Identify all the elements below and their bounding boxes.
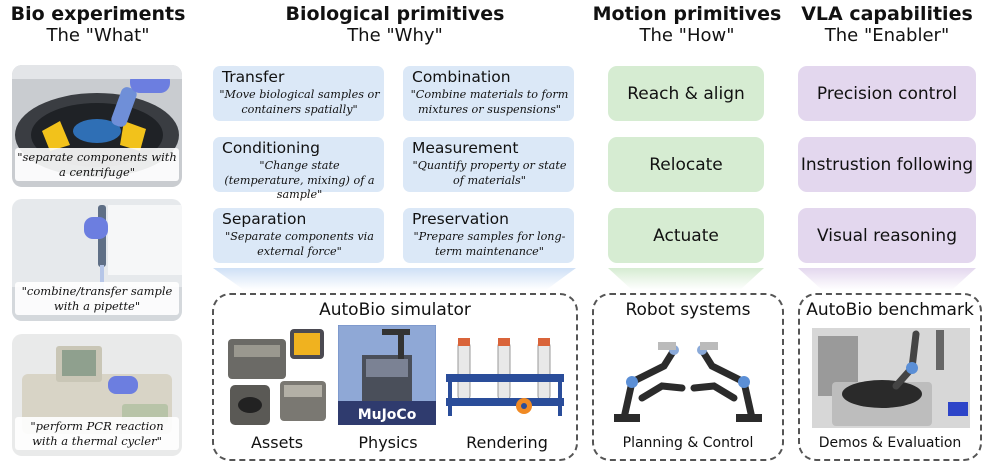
primitive-combination: Combination "Combine materials to form m… [403, 66, 574, 121]
vla-precision-control: Precision control [798, 66, 976, 121]
primitive-conditioning: Conditioning "Change state (temperature,… [213, 137, 384, 201]
motion-reach-align: Reach & align [608, 66, 764, 121]
primitive-name: Combination [412, 68, 511, 86]
simulator-label-rendering: Rendering [466, 433, 548, 452]
motion-actuate: Actuate [608, 208, 764, 263]
primitive-name: Measurement [412, 139, 519, 157]
primitive-name: Conditioning [222, 139, 320, 157]
primitive-separation: Separation "Separate components via exte… [213, 208, 384, 263]
primitive-desc: "Move biological samples or containers s… [219, 88, 380, 116]
experiment-centrifuge: "separate components with a centrifuge" [12, 65, 182, 187]
benchmark-label: Demos & Evaluation [818, 435, 962, 451]
benchmark-panel [798, 293, 982, 461]
simulator-label-assets: Assets [250, 433, 304, 452]
benchmark-illustration [812, 328, 970, 428]
simulator-label-physics: Physics [358, 433, 418, 452]
experiment-caption: "perform PCR reaction with a thermal cyc… [15, 417, 179, 450]
bio-title: Bio experiments [10, 3, 186, 25]
primitive-desc: "Change state (temperature, mixing) of a… [224, 159, 375, 202]
motion-subtitle: The "How" [639, 24, 735, 46]
motion-relocate: Relocate [608, 137, 764, 192]
motion-title: Motion primitives [592, 3, 782, 25]
primitive-measurement: Measurement "Quantify property or state … [403, 137, 574, 192]
bio-subtitle: The "What" [46, 24, 150, 46]
header-motion: Motion primitives The "How" [588, 3, 786, 47]
funnel-connectors [213, 268, 976, 290]
rendering-illustration [446, 338, 564, 416]
vla-visual-reasoning: Visual reasoning [798, 208, 976, 263]
robot-systems-panel [592, 293, 784, 461]
robot-arms-illustration [614, 342, 762, 422]
experiment-thermal-cycler: "perform PCR reaction with a thermal cyc… [12, 334, 182, 456]
vla-title: VLA capabilities [801, 3, 973, 25]
primitive-desc: "Separate components via external force" [225, 230, 374, 258]
robot-systems-title: Robot systems [625, 300, 751, 320]
header-primitives: Biological primitives The "Why" [210, 3, 580, 47]
simulator-panel [212, 293, 578, 461]
header-vla: VLA capabilities The "Enabler" [788, 3, 986, 47]
primitives-title: Biological primitives [285, 3, 505, 25]
primitive-name: Transfer [222, 68, 285, 86]
vla-instruction-following: Instrustion following [798, 137, 976, 192]
primitive-desc: "Quantify property or state of materials… [412, 159, 567, 187]
funnel-robot [608, 268, 764, 290]
primitive-preservation: Preservation "Prepare samples for long-t… [403, 208, 574, 263]
primitive-name: Preservation [412, 210, 509, 228]
primitive-transfer: Transfer "Move biological samples or con… [213, 66, 384, 121]
primitives-subtitle: The "Why" [347, 24, 443, 46]
robot-systems-label: Planning & Control [622, 435, 754, 451]
primitive-desc: "Combine materials to form mixtures or s… [410, 88, 569, 116]
header-bio: Bio experiments The "What" [0, 3, 196, 47]
vla-subtitle: The "Enabler" [824, 24, 950, 46]
assets-illustration [228, 329, 326, 425]
simulator-title: AutoBio simulator [319, 300, 471, 320]
experiment-caption: "combine/transfer sample with a pipette" [15, 282, 179, 315]
experiment-pipette: "combine/transfer sample with a pipette" [12, 199, 182, 321]
funnel-benchmark [798, 268, 976, 290]
physics-illustration: MuJoCo [338, 325, 436, 425]
benchmark-title: AutoBio benchmark [806, 300, 974, 320]
mujoco-logo: MuJoCo [358, 407, 417, 423]
funnel-simulator [213, 268, 576, 290]
primitive-name: Separation [222, 210, 307, 228]
experiment-caption: "separate components with a centrifuge" [15, 148, 179, 181]
primitive-desc: "Prepare samples for long-term maintenan… [413, 230, 566, 258]
